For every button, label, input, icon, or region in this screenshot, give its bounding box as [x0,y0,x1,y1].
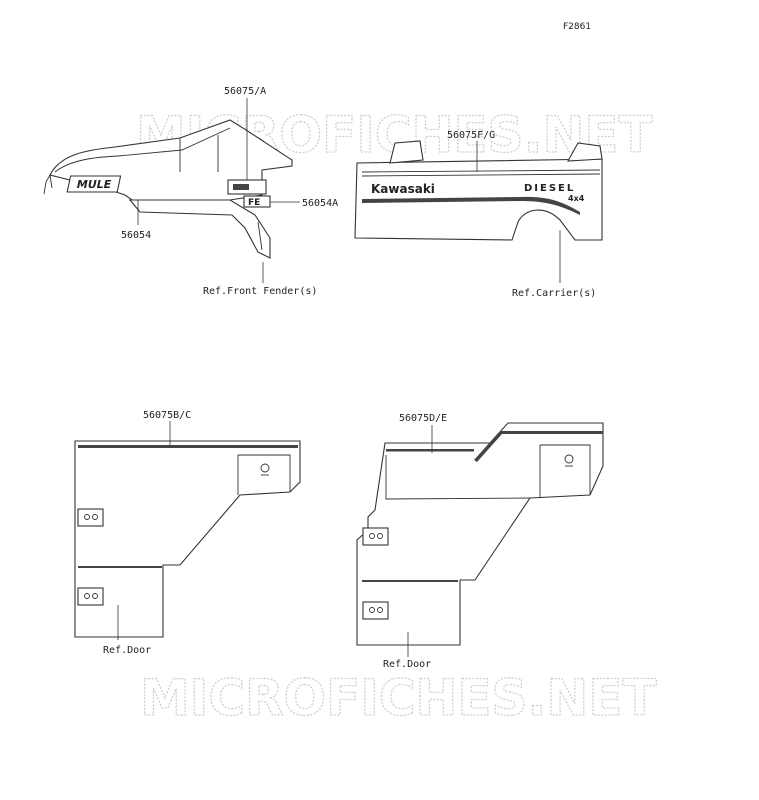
diesel-decal-text: DIESEL [524,183,575,194]
callout-56075bc[interactable]: 56075B/C [143,410,191,421]
door-right-hinge-bottom [362,601,389,620]
door-right-hinge-top [362,527,389,546]
door-left-assembly [74,440,301,638]
carrier-assembly: Kawasaki DIESEL 4x4 [354,140,603,241]
mule-decal [66,175,122,193]
door-left-hinge-top [77,508,104,527]
callout-56054a[interactable]: 56054A [302,198,338,209]
ref-carrier[interactable]: Ref.Carrier(s) [512,288,596,299]
ref-door-right[interactable]: Ref.Door [383,659,431,670]
kawasaki-decal-text: Kawasaki [371,182,435,196]
door-left-panel [74,440,301,638]
callout-56054[interactable]: 56054 [121,230,151,241]
callout-56075fg[interactable]: 56075F/G [447,130,495,141]
callout-56075a[interactable]: 56075/A [224,86,266,97]
fe-decal [243,195,271,208]
fender-skirt [128,199,271,259]
front-fender-assembly: MULE FE [43,119,293,259]
door-right-assembly [356,422,604,646]
ref-door-left[interactable]: Ref.Door [103,645,151,656]
carrier-post-right [567,142,603,162]
four-by-four-text: 4x4 [568,194,585,203]
door-right-panel [356,422,604,646]
figure-id: F2861 [563,22,591,32]
watermark-bottom: MICROFICHES.NET [140,669,657,727]
fe-decal-text: FE [248,198,260,208]
mule-decal-text: MULE [75,178,112,191]
door-left-hinge-bottom [77,587,104,606]
callout-56075de[interactable]: 56075D/E [399,413,447,424]
carrier-post-left [389,140,424,164]
ref-front-fender[interactable]: Ref.Front Fender(s) [203,286,317,297]
